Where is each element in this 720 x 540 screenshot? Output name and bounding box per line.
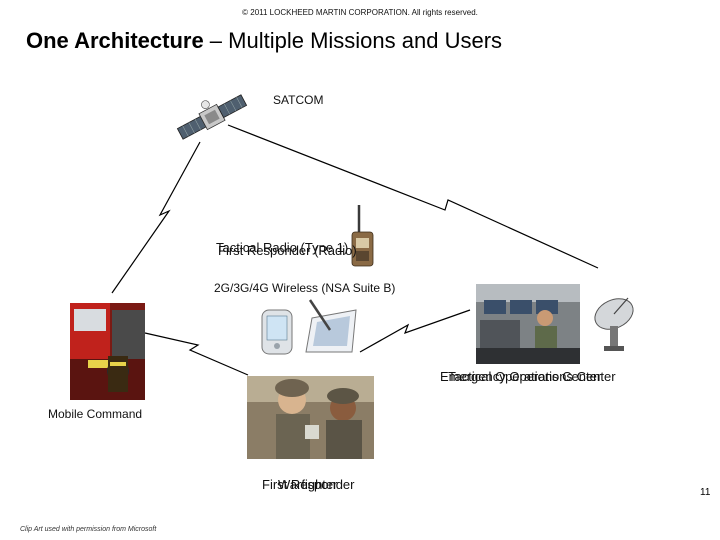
- link-satcom-mobile: [111, 141, 201, 294]
- radio-label-first-responder: First Responder (Radio): [218, 243, 357, 258]
- title-bold: One Architecture: [26, 28, 204, 53]
- ops-label-emergency: Emergency Operations Center: [440, 369, 616, 384]
- pda-icon: [261, 309, 293, 355]
- link-mobile-users: [144, 332, 249, 376]
- title-rest: – Multiple Missions and Users: [203, 28, 503, 53]
- ops-label-tactical: Tactical Operations Center: [448, 369, 602, 384]
- user-label-first-responder: First Responder: [262, 477, 355, 492]
- tablet-icon: [305, 299, 357, 353]
- page-number: 11: [700, 487, 711, 498]
- link-satcom-ops: [227, 124, 599, 269]
- wireless-label: 2G/3G/4G Wireless (NSA Suite B): [214, 281, 396, 295]
- user-label-warfighter: Warfighter: [278, 477, 338, 492]
- link-users-ops: [359, 309, 471, 353]
- mobile-command-label: Mobile Command: [48, 407, 143, 421]
- clipart-credit: Clip Art used with permission from Micro…: [20, 526, 157, 533]
- radio-label-tactical: Tactical Radio (Type 1): [216, 240, 349, 255]
- copyright-notice: © 2011 LOCKHEED MARTIN CORPORATION. All …: [242, 8, 478, 17]
- slide-title: One Architecture – Multiple Missions and…: [26, 28, 502, 54]
- satcom-label: SATCOM: [273, 93, 324, 107]
